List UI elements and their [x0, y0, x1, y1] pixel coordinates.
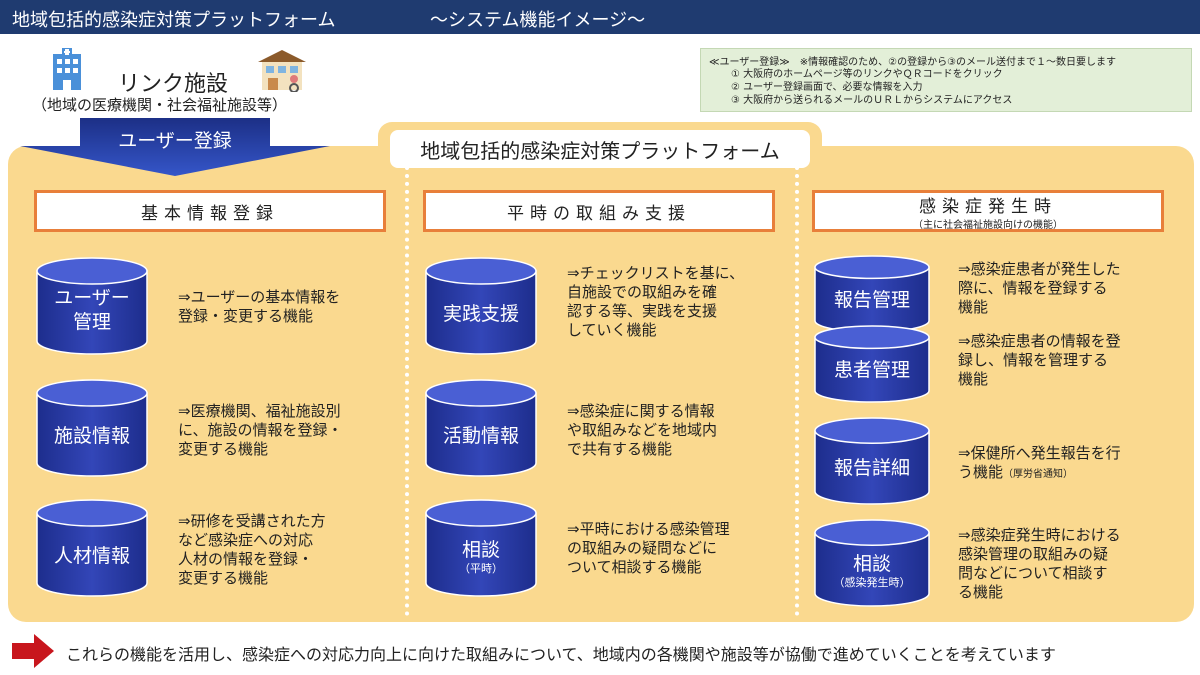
feature-label: 活動情報: [442, 425, 519, 447]
page-title: 地域包括的感染症対策プラットフォーム: [12, 10, 336, 31]
database-icon: [36, 379, 148, 477]
notice-heading: ≪ユーザー登録≫ ※情報確認のため、②の登録から③のメール送付まで１～数日要しま…: [709, 57, 1117, 68]
database-cylinder-practice-support: 実践支援: [424, 256, 538, 356]
feature-label: 管理: [72, 311, 111, 333]
notice-reference: （厚労省通知）: [1003, 469, 1074, 480]
hospital-building-icon: [53, 48, 81, 90]
feature-label: 報告詳細: [833, 457, 910, 479]
database-cylinder-user-management: ユーザー 管理: [35, 256, 149, 356]
registration-notice: ≪ユーザー登録≫ ※情報確認のため、②の登録から③のメール送付まで１～数日要しま…: [700, 48, 1192, 112]
feature-description: ⇒感染症発生時における 感染管理の取組みの疑 問などについて相談す る機能: [958, 526, 1121, 601]
notice-step-2: ② ユーザー登録画面で、必要な情報を入力: [731, 82, 923, 93]
feature-description: ⇒医療機関、福祉施設別 に、施設の情報を登録・ 変更する機能: [178, 402, 343, 458]
column-divider: [405, 166, 409, 616]
database-icon: [425, 257, 537, 355]
feature-label: 人材情報: [53, 545, 130, 567]
database-cylinder-personnel-info: 人材情報: [35, 498, 149, 598]
database-icon: [36, 257, 148, 355]
database-cylinder-consultation-outbreak: 相談 （感染発生時）: [813, 518, 931, 608]
page-subtitle: ～システム機能イメージ～: [430, 10, 646, 31]
column-header-normal: 平時の取組み支援: [423, 190, 775, 232]
feature-description: ⇒チェックリストを基に、 自施設での取組みを確 認する等、実践を支援 していく機…: [567, 264, 745, 339]
notice-step-1: ① 大阪府のホームページ等のリンクやＱＲコードをクリック: [731, 69, 1003, 80]
conclusion-text: これらの機能を活用し、感染症への対応力向上に向けた取組みについて、地域内の各機関…: [66, 645, 1056, 664]
feature-description: ⇒研修を受講された方 など感染症への対応 人材の情報を登録・ 変更する機能: [178, 512, 326, 587]
feature-description: ⇒感染症に関する情報 や取組みなどを地域内 で共有する機能: [567, 402, 718, 458]
database-icon: [814, 255, 930, 333]
feature-label: 相談: [461, 539, 500, 561]
database-cylinder-facility-info: 施設情報: [35, 378, 149, 478]
feature-description: ⇒平時における感染管理 の取組みの疑問などに ついて相談する機能: [567, 520, 730, 576]
feature-label: 患者管理: [833, 359, 910, 381]
column-divider: [795, 166, 799, 616]
database-icon: [36, 499, 148, 597]
feature-label: 報告管理: [833, 289, 910, 311]
feature-description: ⇒感染症患者が発生した 際に、情報を登録する 機能: [958, 260, 1121, 316]
database-cylinder-activity-info: 活動情報: [424, 378, 538, 478]
link-facility-title: リンク施設: [118, 72, 229, 97]
user-registration-arrow: [20, 118, 330, 176]
database-icon: [814, 519, 930, 607]
feature-description: ⇒感染症患者の情報を登 録し、情報を管理する 機能: [958, 332, 1121, 388]
column-header-basic: 基本情報登録: [34, 190, 386, 232]
feature-label: 実践支援: [442, 303, 519, 325]
database-icon: [814, 417, 930, 505]
feature-label: 相談: [852, 553, 891, 575]
database-cylinder-patient-management: 患者管理: [813, 324, 931, 404]
right-arrow-icon: [12, 634, 54, 668]
notice-step-3: ③ 大阪府から送られるメールのＵＲＬからシステムにアクセス: [731, 95, 1013, 106]
feature-label: ユーザー: [54, 287, 130, 309]
column-header-outbreak: 感染症発生時 （主に社会福祉施設向けの機能）: [812, 190, 1164, 232]
database-cylinder-report-detail: 報告詳細: [813, 416, 931, 506]
feature-description: ⇒ユーザーの基本情報を 登録・変更する機能: [178, 288, 341, 325]
user-registration-label: ユーザー登録: [118, 130, 232, 152]
link-facility-subtitle: （地域の医療機関・社会福祉施設等）: [32, 96, 288, 114]
feature-sublabel: （平時）: [459, 562, 503, 575]
feature-label: 施設情報: [53, 425, 130, 447]
database-icon: [425, 499, 537, 597]
database-icon: [814, 325, 930, 403]
database-icon: [425, 379, 537, 477]
title-bar: 地域包括的感染症対策プラットフォーム ～システム機能イメージ～: [0, 0, 1200, 34]
feature-sublabel: （感染発生時）: [833, 576, 911, 589]
care-facility-icon: [258, 50, 306, 92]
feature-description: ⇒保健所へ発生報告を行 う機能（厚労省通知）: [958, 444, 1121, 481]
database-cylinder-consultation-normal: 相談 （平時）: [424, 498, 538, 598]
database-cylinder-report-management: 報告管理: [813, 254, 931, 334]
platform-label: 地域包括的感染症対策プラットフォーム: [390, 130, 810, 168]
